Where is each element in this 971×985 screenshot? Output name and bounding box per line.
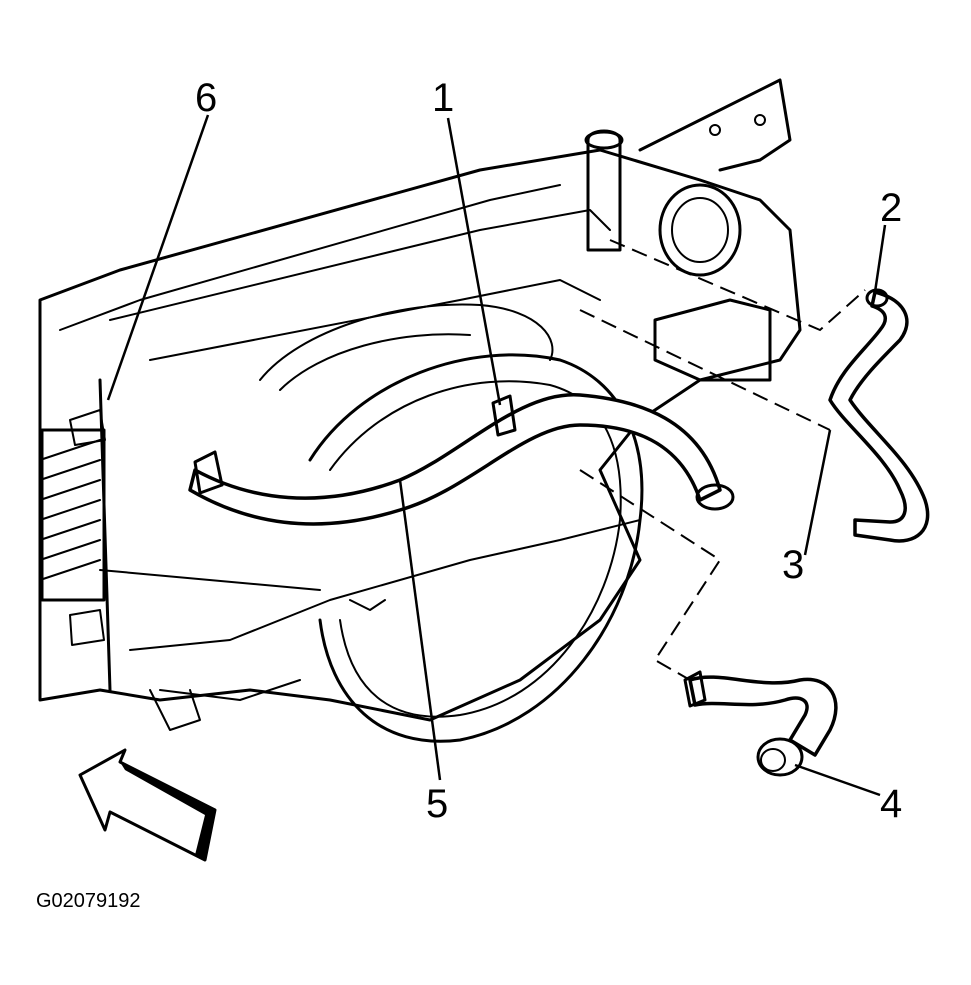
callout-2: 2: [880, 186, 903, 230]
figure-id: G02079192: [36, 890, 141, 912]
bypass-hose: [828, 290, 930, 543]
callout-1: 1: [432, 76, 455, 120]
radiator-assembly: [38, 78, 802, 743]
hose-clamp-center: [491, 394, 517, 437]
callout-4: 4: [880, 782, 903, 826]
callout-leaders: [106, 114, 887, 797]
callout-3: 3: [782, 543, 805, 587]
front-direction-arrow-icon: [78, 748, 217, 862]
hose-clamp-engine-end: [695, 483, 735, 511]
lower-radiator-hose: [688, 675, 838, 757]
callout-6: 6: [195, 76, 218, 120]
callout-5: 5: [426, 782, 449, 826]
hose-clamp-radiator-end: [193, 450, 224, 495]
